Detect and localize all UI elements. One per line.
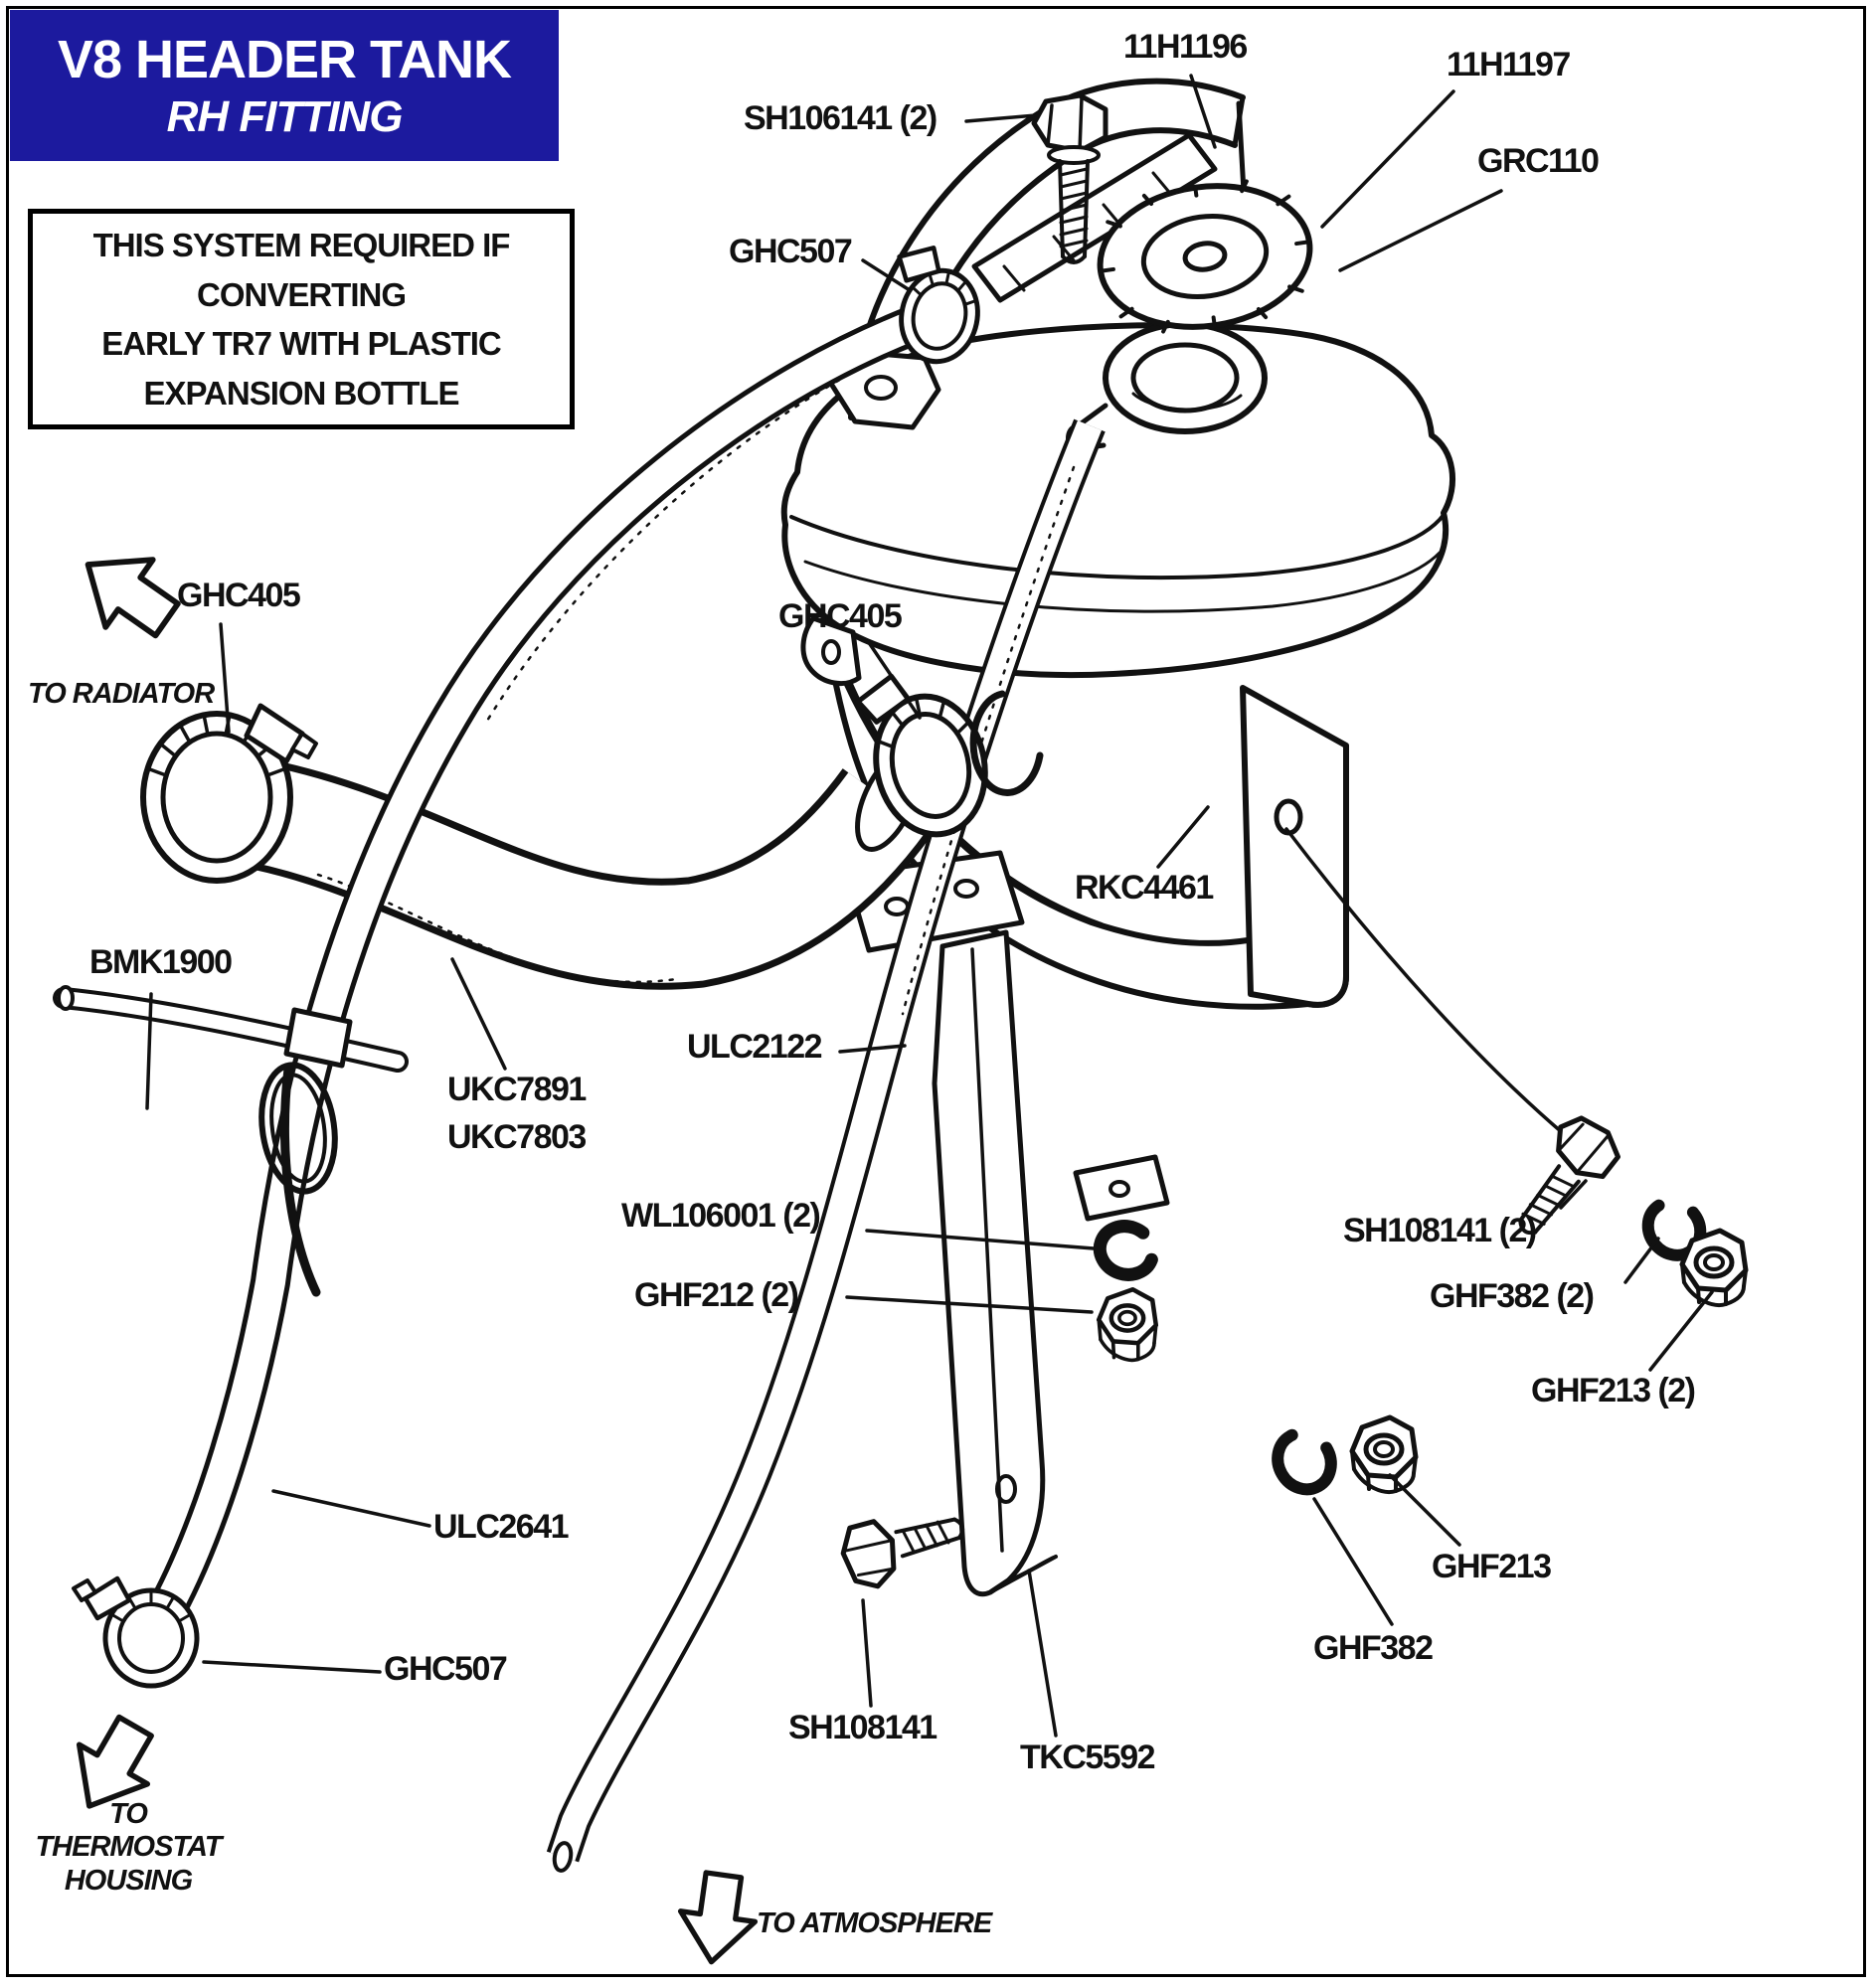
hose-ulc2122-drawing (546, 418, 1106, 1873)
part-label-grc110: GRC110 (1477, 142, 1600, 180)
part-label-11h1197: 11H1197 (1447, 46, 1571, 83)
note-line: EARLY TR7 WITH PLASTIC (101, 325, 502, 362)
part-label-ghf213-pair: GHF213 (2) (1531, 1372, 1696, 1409)
tie-strap-drawing (53, 985, 409, 1297)
part-label-ukc7803: UKC7803 (447, 1118, 587, 1156)
clamp-ghc405-right-drawing (855, 673, 988, 838)
part-label-sh106141: SH106141 (2) (744, 99, 938, 137)
handle-strap-drawing (828, 78, 1254, 430)
snap-ring-drawing (969, 690, 1044, 796)
part-label-ghc405-right: GHC405 (778, 597, 903, 635)
bolt-sh108141-drawing (840, 1517, 965, 1589)
washer-wl106001-drawing (1093, 1220, 1160, 1281)
title-banner: V8 HEADER TANK RH FITTING (10, 10, 559, 161)
part-label-sh108141-pair: SH108141 (2) (1343, 1212, 1537, 1249)
bolt-sh106141-drawing (1031, 92, 1108, 264)
part-label-11h1196: 11H1196 (1123, 28, 1248, 66)
page-title: V8 HEADER TANK (57, 30, 512, 89)
page-border (6, 6, 1866, 1977)
bolt-sh108141-pair-drawing (1518, 1115, 1620, 1236)
flow-label-to-thermostat: TO THERMOSTAT HOUSING (14, 1798, 243, 1898)
clamp-ghc507-top-drawing (897, 246, 980, 365)
part-label-ghc507-bottom: GHC507 (384, 1650, 508, 1688)
clamp-ghc507-bottom-drawing (72, 1575, 200, 1689)
leader-lines (145, 74, 1714, 1738)
radiator-cap-drawing (1097, 179, 1313, 334)
part-label-ghf382-pair: GHF382 (2) (1430, 1277, 1595, 1315)
part-label-ghf213: GHF213 (1432, 1548, 1552, 1585)
note-box: THIS SYSTEM REQUIRED IF CONVERTING EARLY… (28, 209, 575, 429)
nut-ghf212-drawing (1096, 1286, 1159, 1363)
nut-ghf213-drawing (1349, 1414, 1419, 1494)
to-atmosphere-arrow-icon (677, 1870, 759, 1965)
part-label-wl106001: WL106001 (2) (621, 1197, 821, 1235)
part-label-bmk1900: BMK1900 (89, 943, 233, 981)
part-label-ulc2122: ULC2122 (687, 1028, 823, 1066)
part-label-ukc7891: UKC7891 (447, 1071, 587, 1108)
part-label-ghc507-top: GHC507 (729, 233, 853, 270)
part-label-ghf382: GHF382 (1313, 1629, 1434, 1667)
part-label-ghc405-left: GHC405 (177, 577, 301, 614)
part-label-ulc2641: ULC2641 (433, 1508, 570, 1546)
note-line: CONVERTING (196, 275, 407, 313)
part-label-ghf212: GHF212 (2) (634, 1276, 799, 1314)
note-line: THIS SYSTEM REQUIRED IF (92, 227, 511, 263)
part-label-tkc5592: TKC5592 (1020, 1739, 1156, 1776)
to-radiator-arrow-icon (85, 557, 181, 639)
clamp-ghc405-left-drawing (140, 703, 318, 884)
to-thermostat-arrow-icon (76, 1714, 154, 1809)
part-label-sh108141: SH108141 (788, 1709, 938, 1746)
flow-label-to-radiator: TO RADIATOR (28, 678, 215, 710)
nut-ghf213-pair-drawing (1679, 1228, 1749, 1307)
page-subtitle: RH FITTING (166, 92, 404, 141)
flow-label-to-atmosphere: TO ATMOSPHERE (757, 1907, 992, 1939)
washer-ghf382-drawing (1272, 1426, 1337, 1496)
flow-label-to-thermostat-line1: TO THERMOSTAT (35, 1798, 222, 1864)
note-line: EXPANSION BOTTLE (143, 374, 459, 412)
flow-label-to-thermostat-line2: HOUSING (64, 1864, 193, 1897)
radiator-hose-drawing (211, 750, 934, 990)
part-label-rkc4461: RKC4461 (1075, 869, 1214, 907)
